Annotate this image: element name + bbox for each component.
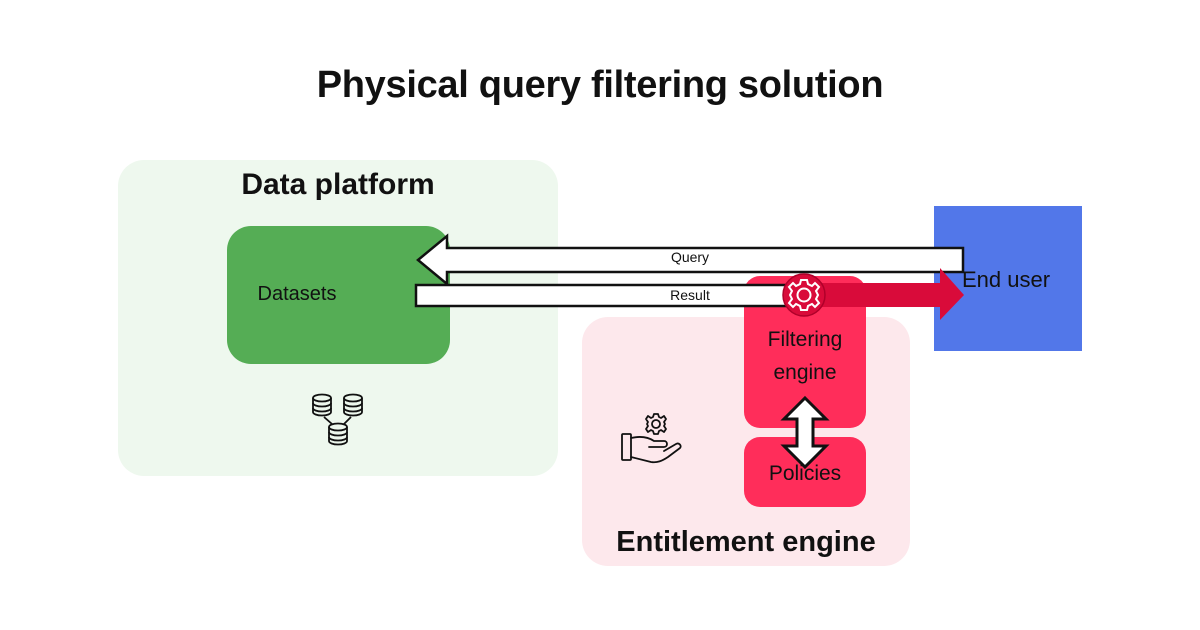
filtering-engine-label-line1: Filtering [767,328,843,351]
end-user-node [934,206,1082,351]
page-title: Physical query filtering solution [316,64,884,106]
filtering-engine-label-line2: engine [773,361,837,384]
policies-label: Policies [768,462,842,485]
result-arrow: Result [414,268,964,320]
end-user-label: End user [962,267,1051,292]
result-label: Result [670,287,710,303]
result-arrow-head [800,268,964,320]
data-platform-label: Data platform [241,168,435,201]
datasets-node [227,226,450,364]
gear-icon [782,273,826,317]
query-arrow: Query [416,233,965,287]
query-label: Query [671,249,709,265]
hand-gear-icon [621,413,682,464]
database-cluster-icon [312,393,363,446]
filtering-engine-label: Filtering engine [744,323,866,389]
double-arrow-icon [780,395,830,470]
datasets-label: Datasets [257,283,337,305]
entitlement-engine-label: Entitlement engine [616,526,876,558]
